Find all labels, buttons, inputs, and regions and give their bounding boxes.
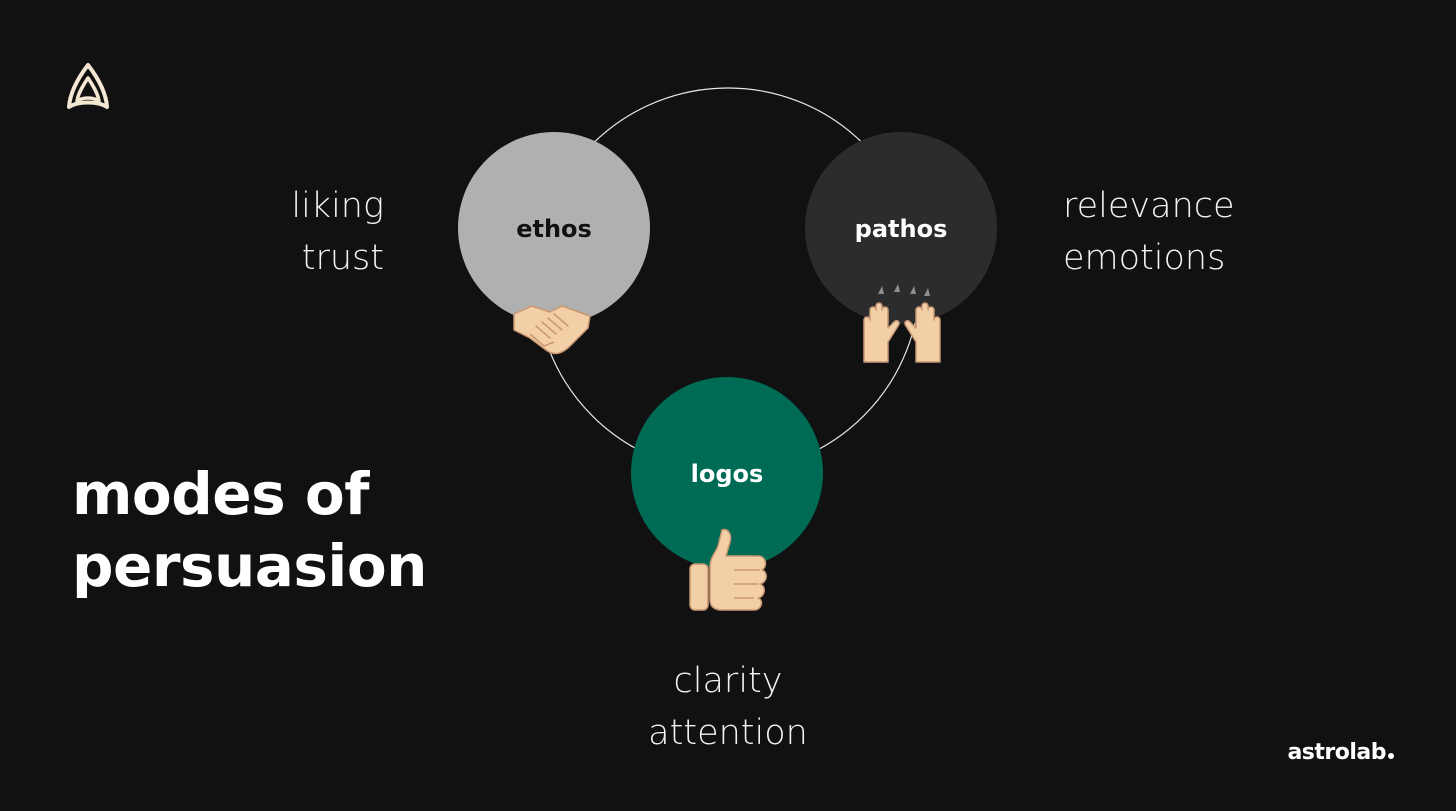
ethos-node: ethos bbox=[458, 132, 650, 324]
raising-hands-icon bbox=[863, 284, 941, 363]
ethos-circle bbox=[458, 132, 650, 324]
logos-quality: clarity bbox=[673, 661, 783, 701]
logos-circle bbox=[631, 377, 823, 569]
astrolab-logo-icon bbox=[67, 63, 109, 109]
ethos-label: ethos bbox=[516, 215, 592, 243]
pathos-circle bbox=[805, 132, 997, 324]
pathos-qualities: relevance emotions bbox=[1063, 180, 1235, 284]
pathos-quality: emotions bbox=[1063, 238, 1226, 278]
ethos-qualities: liking trust bbox=[291, 180, 384, 284]
pathos-label: pathos bbox=[855, 215, 948, 243]
logos-quality: attention bbox=[648, 713, 808, 753]
page-title: modes of persuasion bbox=[72, 458, 427, 602]
logos-node: logos bbox=[631, 377, 823, 569]
ethos-quality: trust bbox=[301, 238, 384, 278]
logos-label: logos bbox=[691, 460, 764, 488]
pathos-quality: relevance bbox=[1063, 186, 1235, 226]
brand-name: astrolab bbox=[1287, 740, 1386, 765]
title-line: persuasion bbox=[72, 532, 427, 600]
handshake-icon bbox=[513, 305, 591, 355]
pathos-node: pathos bbox=[805, 132, 997, 324]
brand-wordmark: astrolab bbox=[1287, 740, 1394, 765]
thumbs-up-icon bbox=[689, 528, 767, 611]
title-line: modes of bbox=[72, 460, 369, 528]
logos-qualities: clarity attention bbox=[578, 655, 878, 759]
ethos-quality: liking bbox=[291, 186, 384, 226]
brand-dot-icon bbox=[1388, 753, 1394, 759]
